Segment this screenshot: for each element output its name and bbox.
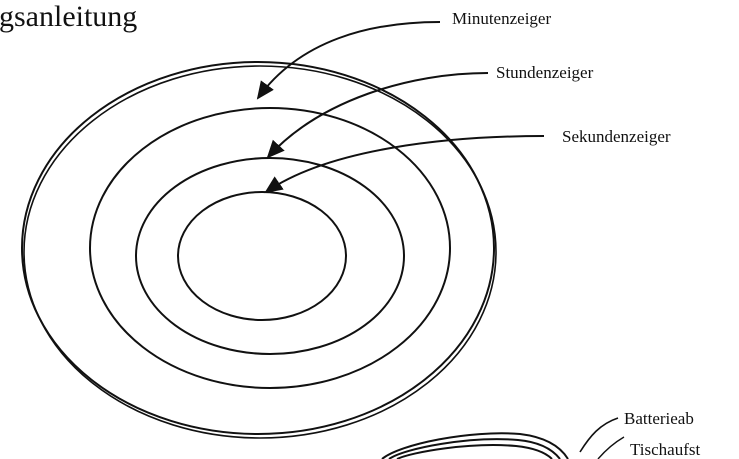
hour-hand-label: Stundenzeiger [496, 63, 594, 82]
outer-dial-ring [21, 61, 495, 435]
outer-dial-edge [23, 65, 497, 439]
battery-cover-leader [579, 417, 619, 453]
second-hand-label: Sekundenzeiger [562, 127, 671, 146]
table-stand-label: Tischaufst [630, 440, 700, 459]
minute-hand-label: Minutenzeiger [452, 9, 551, 28]
rear-view-middle-edge [388, 438, 561, 459]
page-title-fragment: gsanleitung [0, 0, 137, 33]
second-hand-arrow [264, 135, 545, 194]
minute-hand-ring [89, 107, 451, 389]
hour-hand-ring [135, 157, 405, 355]
hour-hand-arrow [266, 72, 489, 159]
second-hand-ring [177, 191, 347, 321]
minute-hand-arrow [256, 21, 441, 100]
battery-cover-label: Batterieab [624, 409, 694, 428]
rear-view-outer-edge [381, 432, 569, 459]
rear-view-inner-edge [396, 444, 553, 459]
table-stand-leader [597, 436, 625, 459]
